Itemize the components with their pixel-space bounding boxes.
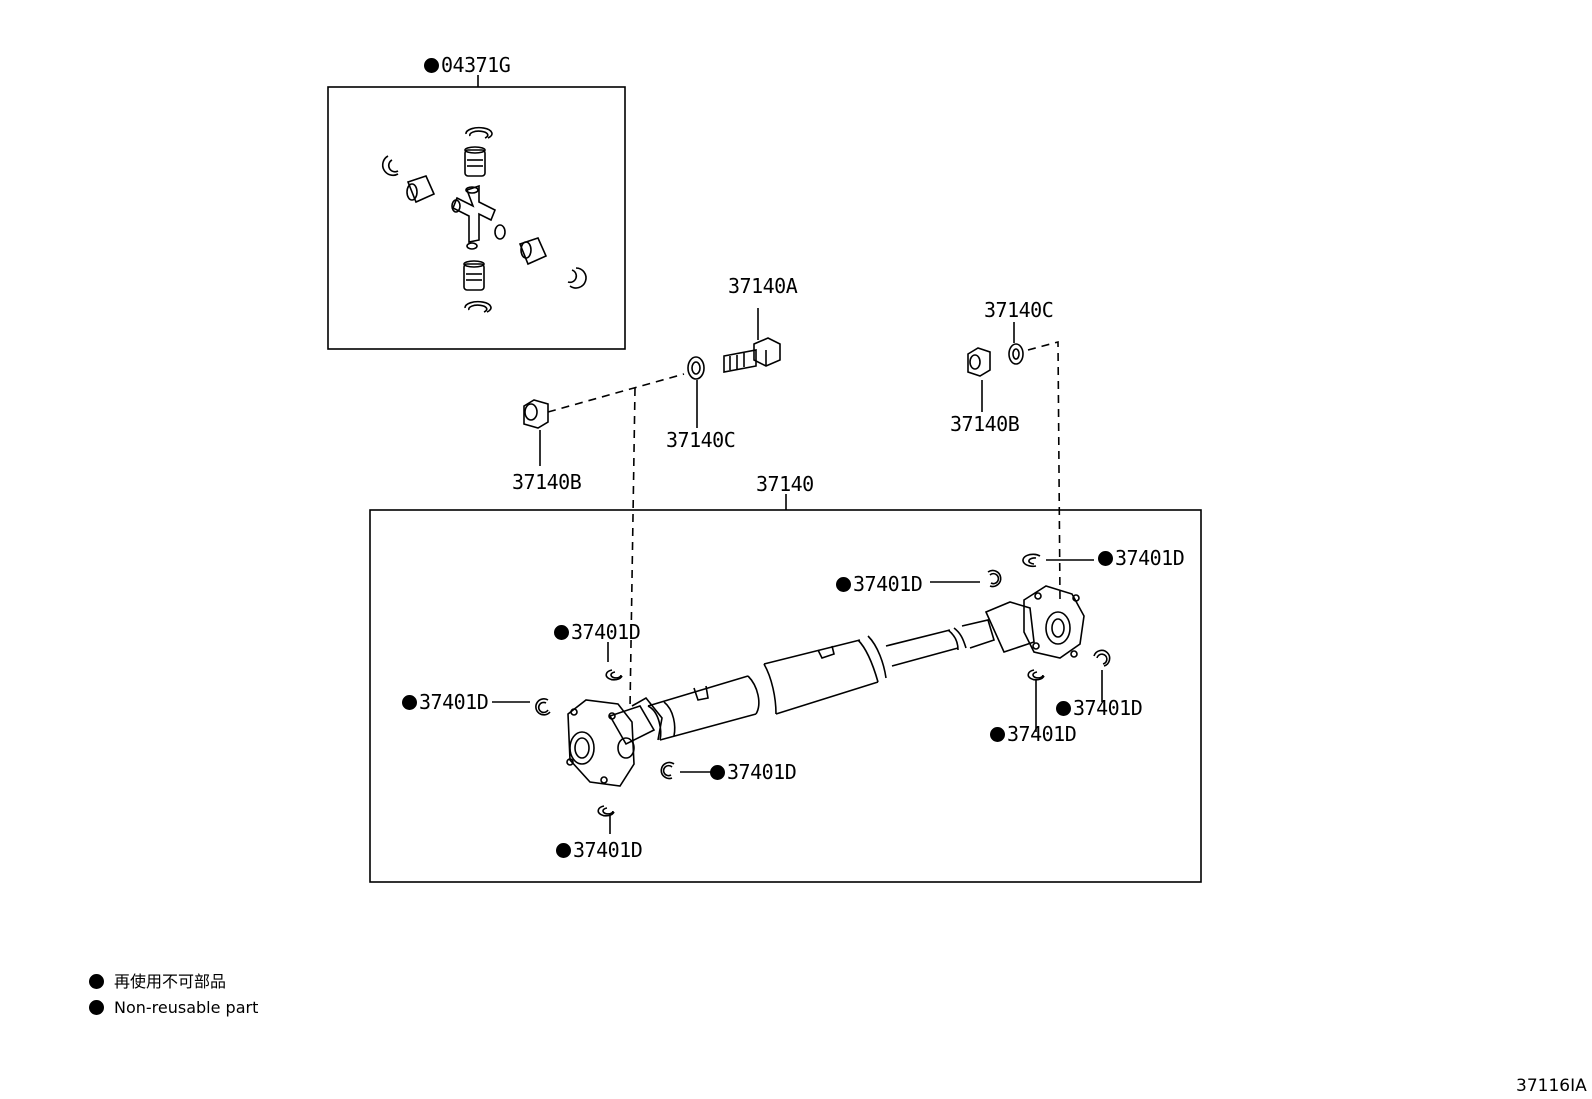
part-number: 37401D [853,572,923,596]
part-number: 37401D [1073,696,1143,720]
part-number: 37401D [573,838,643,862]
part-number: 37401D [571,620,641,644]
legend-text: Non-reusable part [114,998,259,1017]
washer-icon [1008,322,1024,365]
non-reusable-dot-icon [710,765,725,780]
spider-cross-icon [381,126,587,313]
part-label-snap-ring[interactable]: 37401D [554,620,641,644]
legend-en: Non-reusable part [89,1000,258,1016]
part-label-shaft-assy[interactable]: 37140 [756,474,814,494]
figure-reference: 37116IA [1516,1076,1587,1096]
non-reusable-dot-icon [556,843,571,858]
spider-kit-box [327,86,626,350]
non-reusable-dot-icon [990,727,1005,742]
part-number: 37140B [512,470,582,494]
non-reusable-dot-icon [402,695,417,710]
part-label-nut-left[interactable]: 37140B [512,470,582,494]
legend-jp: 再使用不可部品 [89,974,226,990]
non-reusable-dot-icon [1098,551,1113,566]
part-number: 37401D [1007,722,1077,746]
part-label-snap-ring[interactable]: 37401D [1098,546,1185,570]
non-reusable-dot-icon [1056,701,1071,716]
part-label-nut-right[interactable]: 37140B [950,412,1020,436]
part-label-snap-ring[interactable]: 37401D [836,572,923,596]
snap-ring-icon [492,553,1111,834]
part-label-snap-ring[interactable]: 37401D [710,760,797,784]
part-number: 04371G [441,53,511,77]
part-number: 37140 [756,472,814,496]
part-number: 37140C [666,428,736,452]
part-label-bolt[interactable]: 37140A [728,274,798,298]
part-label-washer-right[interactable]: 37140C [984,298,1054,322]
nut-icon [967,347,991,412]
propeller-shaft-icon [566,585,1085,787]
part-label-snap-ring[interactable]: 37401D [1056,696,1143,720]
part-label-snap-ring[interactable]: 37401D [402,690,489,714]
washer-icon [687,356,705,428]
part-number: 37140B [950,412,1020,436]
part-label-snap-ring[interactable]: 37401D [990,722,1077,746]
part-number: 37401D [419,690,489,714]
non-reusable-dot-icon [424,58,439,73]
part-label-washer-left[interactable]: 37140C [666,428,736,452]
non-reusable-dot-icon [89,1000,104,1015]
nut-icon [523,399,549,466]
part-number: 37401D [727,760,797,784]
part-label-snap-ring[interactable]: 37401D [556,838,643,862]
non-reusable-dot-icon [836,577,851,592]
bolt-icon [723,308,781,373]
non-reusable-dot-icon [89,974,104,989]
non-reusable-dot-icon [554,625,569,640]
part-number: 37140C [984,298,1054,322]
part-label-spider-kit[interactable]: 04371G [424,53,511,77]
part-number: 37140A [728,274,798,298]
legend-text: 再使用不可部品 [114,972,227,991]
part-number: 37401D [1115,546,1185,570]
